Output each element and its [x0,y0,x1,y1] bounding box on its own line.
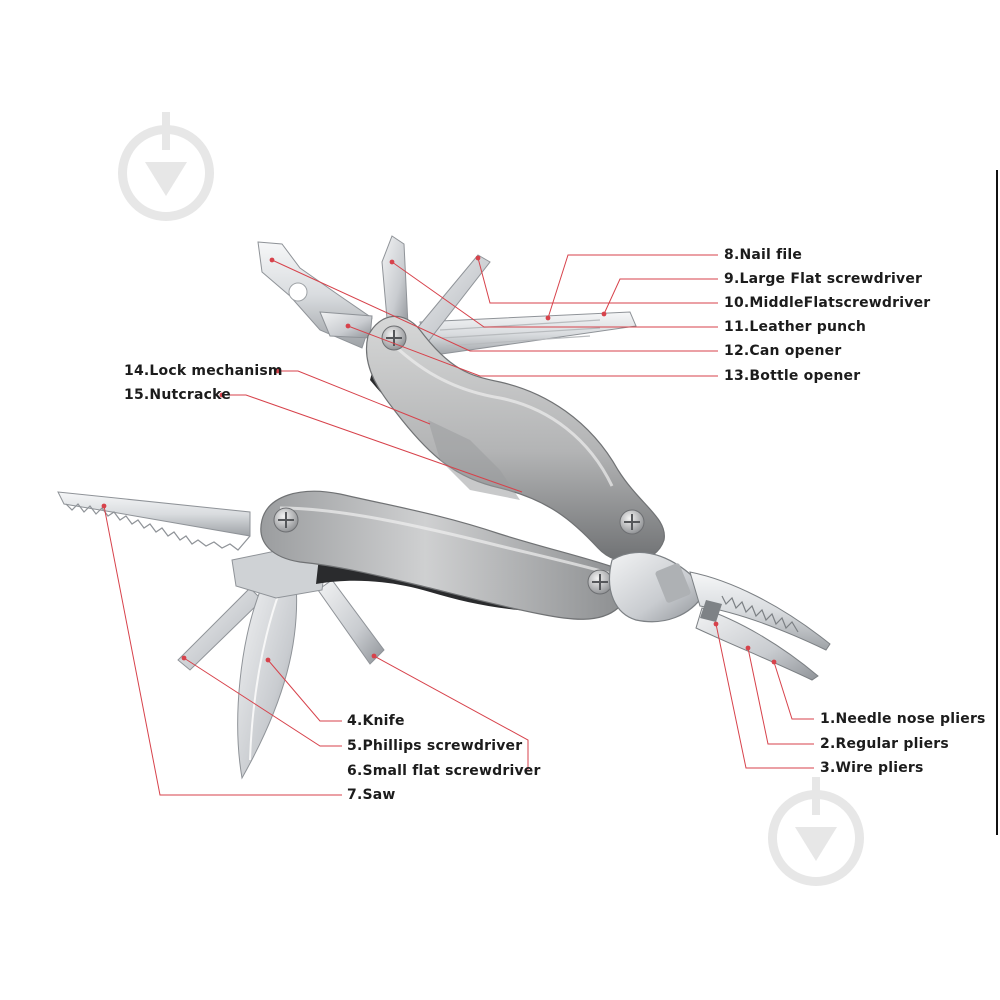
leader-line-11 [391,261,718,328]
leader-line-2 [747,647,814,745]
lower-handle-shine [279,506,613,576]
bottle-opener-hole [288,282,308,302]
leader-line-15 [222,394,523,493]
callout-label-11: 11.Leather punch [724,319,867,335]
upper-handle-shine [384,336,614,487]
leader-line-10 [477,257,718,304]
callout-label-3: 3.Wire pliers [820,760,924,776]
leader-dot-14 [275,368,281,374]
leader-line-6 [373,655,529,771]
callout-label-7: 7.Saw [347,787,396,803]
leader-line-12 [271,259,718,352]
lower-handle-rear-screw-slot [592,574,608,590]
leader-dot-7 [101,503,107,509]
callout-label-15: 15.Nutcracke [124,387,231,403]
callout-label-12: 12.Can opener [724,343,842,359]
leader-line-8 [547,254,718,319]
callout-label-2: 2.Regular pliers [820,736,949,752]
leader-line-7 [103,505,342,796]
leader-dot-11 [389,259,395,265]
callout-label-5: 5.Phillips screwdriver [347,738,523,754]
leader-dot-3 [713,621,719,627]
leader-line-13 [347,325,718,377]
callout-label-14: 14.Lock mechanism [124,363,283,379]
callout-label-9: 9.Large Flat screwdriver [724,271,923,287]
leader-line-4 [267,659,342,722]
watermark-pen-nib-icon [118,112,214,221]
leader-dot-13 [345,323,351,329]
knife-edge-shine [249,589,281,761]
leader-dot-6 [371,653,377,659]
pliers-jaw-teeth [721,595,799,633]
frame-edge-line [996,170,998,835]
callout-label-4: 4.Knife [347,713,405,729]
callout-label-10: 10.MiddleFlatscrewdriver [724,295,931,311]
saw-teeth [65,503,251,551]
leader-dot-1 [771,659,777,665]
pliers-brand-plate [655,563,691,603]
callout-label-8: 8.Nail file [724,247,803,263]
leader-dot-4 [265,657,271,663]
leader-line-5 [183,657,342,747]
leader-dot-8 [545,315,551,321]
needle-nose-lower-jaw [695,607,819,681]
callout-label-13: 13.Bottle opener [724,368,861,384]
small-flat-screwdriver-blade [317,579,385,665]
lower-handle-pivot-screw-slot [278,512,294,528]
leader-dot-10 [475,255,481,261]
leader-line-1 [773,661,814,720]
leader-dot-2 [745,645,751,651]
leader-line-14 [278,370,431,425]
leader-line-3 [715,623,814,769]
callout-label-1: 1.Needle nose pliers [820,711,986,727]
leader-dot-12 [269,257,275,263]
lock-mechanism-detail [428,420,520,500]
callout-label-6: 6.Small flat screwdriver [347,763,541,779]
watermark-pen-nib-icon [768,777,864,886]
upper-handle-rear-screw-slot [624,514,640,530]
leader-dot-9 [601,311,607,317]
leader-dot-15 [219,392,225,398]
wire-pliers-cutter [700,600,722,622]
leader-line-9 [603,278,718,315]
saw-blade [57,491,251,537]
nail-file-texture [439,319,601,347]
needle-nose-upper-jaw [689,571,831,651]
leader-dot-5 [181,655,187,661]
